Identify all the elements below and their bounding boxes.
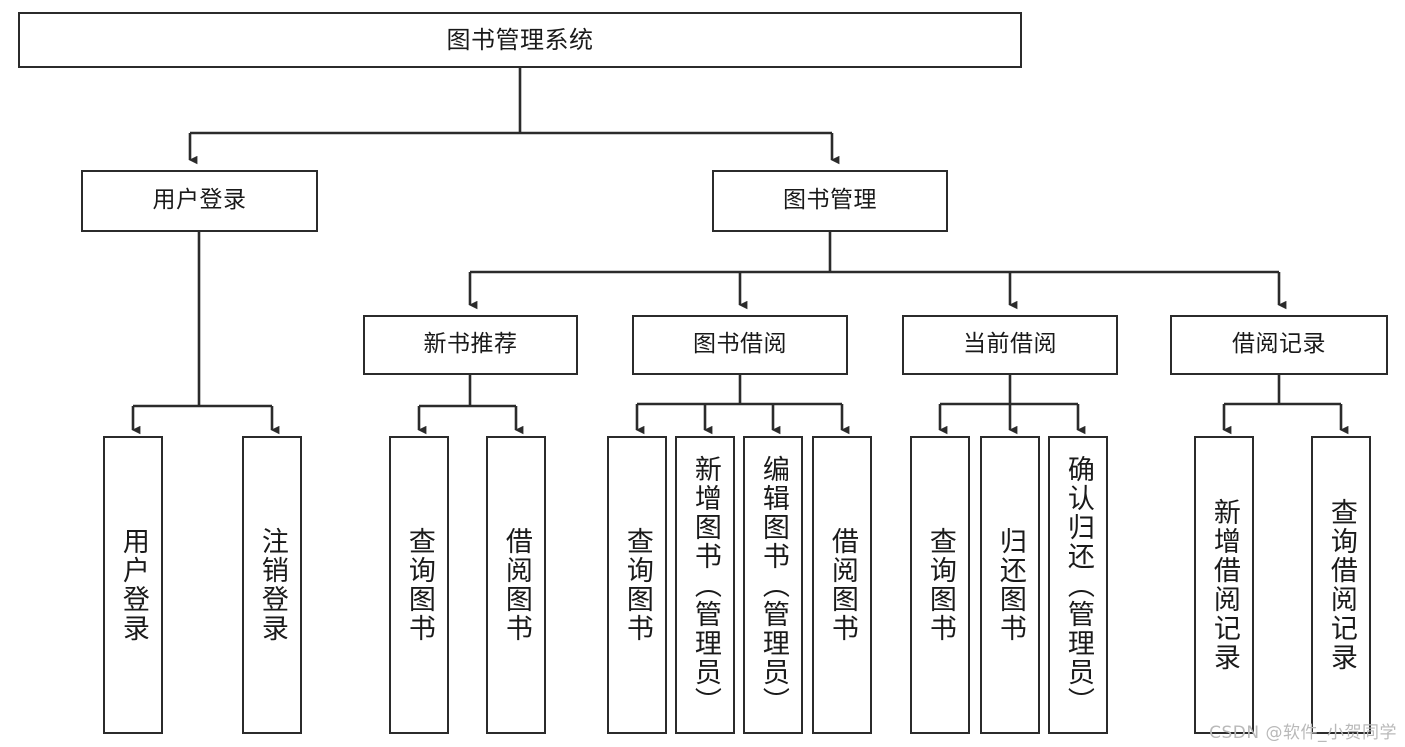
node-book-management[interactable]: 图书管理 [712, 170, 948, 232]
csdn-watermark: CSDN @软件_小贺同学 [1209, 723, 1397, 743]
leaf-new-book-borrow-book[interactable]: 借阅图书 [486, 436, 546, 734]
leaf-book-borrow-query-book[interactable]: 查询图书 [607, 436, 667, 734]
node-label: 借阅图书 [500, 527, 532, 643]
node-label: 编辑图书（管理员） [757, 454, 789, 716]
node-label: 查询图书 [621, 527, 653, 643]
leaf-borrow-record-query-record[interactable]: 查询借阅记录 [1311, 436, 1371, 734]
node-label: 注销登录 [256, 527, 288, 643]
leaf-borrow-record-add-record[interactable]: 新增借阅记录 [1194, 436, 1254, 734]
node-label: 新书推荐 [423, 331, 518, 358]
node-borrowing-record[interactable]: 借阅记录 [1170, 315, 1388, 375]
node-root-book-management-system[interactable]: 图书管理系统 [18, 12, 1022, 68]
node-label: 确认归还（管理员） [1062, 454, 1094, 716]
node-label: 用户登录 [117, 527, 149, 643]
leaf-current-borrow-confirm-return-admin[interactable]: 确认归还（管理员） [1048, 436, 1108, 734]
leaf-new-book-query-book[interactable]: 查询图书 [389, 436, 449, 734]
node-label: 当前借阅 [963, 331, 1057, 358]
leaf-current-borrow-return-book[interactable]: 归还图书 [980, 436, 1040, 734]
node-label: 新增借阅记录 [1208, 498, 1240, 672]
node-label: 借阅图书 [826, 527, 858, 643]
node-user-login[interactable]: 用户登录 [81, 170, 318, 232]
node-label: 新增图书（管理员） [689, 454, 721, 716]
leaf-book-borrow-borrow-book[interactable]: 借阅图书 [812, 436, 872, 734]
node-book-borrowing[interactable]: 图书借阅 [632, 315, 848, 375]
leaf-user-login-logout[interactable]: 注销登录 [242, 436, 302, 734]
node-label: 查询图书 [403, 527, 435, 643]
node-label: 图书管理系统 [446, 25, 594, 54]
node-label: 图书管理 [783, 187, 877, 214]
leaf-book-borrow-edit-book-admin[interactable]: 编辑图书（管理员） [743, 436, 803, 734]
leaf-current-borrow-query-book[interactable]: 查询图书 [910, 436, 970, 734]
leaf-user-login-login[interactable]: 用户登录 [103, 436, 163, 734]
node-label: 归还图书 [994, 527, 1026, 643]
node-label: 查询借阅记录 [1325, 498, 1357, 672]
node-new-book-recommendation[interactable]: 新书推荐 [363, 315, 578, 375]
node-label: 图书借阅 [693, 331, 787, 358]
node-current-borrowing[interactable]: 当前借阅 [902, 315, 1118, 375]
leaf-book-borrow-add-book-admin[interactable]: 新增图书（管理员） [675, 436, 735, 734]
node-label: 借阅记录 [1232, 331, 1326, 358]
node-label: 用户登录 [152, 187, 247, 214]
node-label: 查询图书 [924, 527, 956, 643]
